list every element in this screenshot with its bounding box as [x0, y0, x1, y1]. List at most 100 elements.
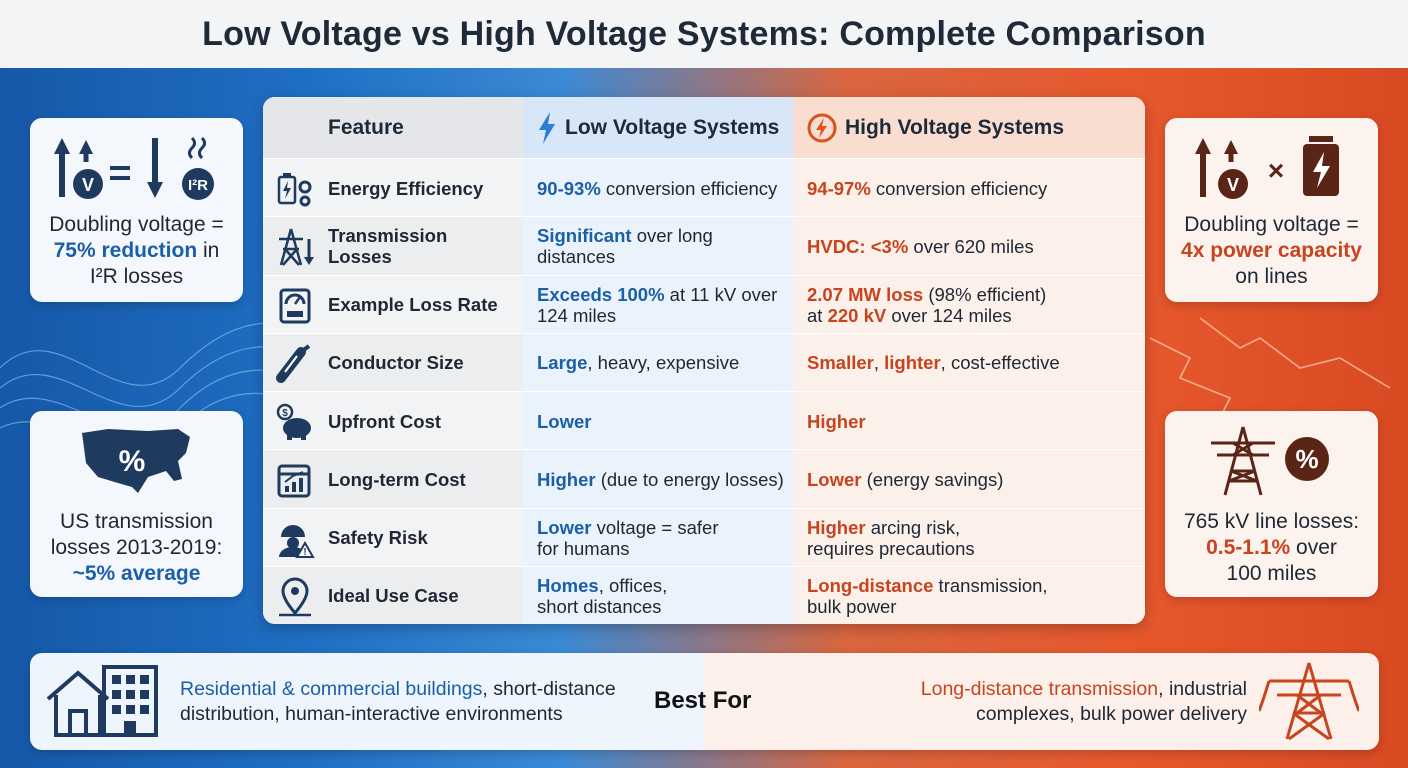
low-value-highlight: 90-93% — [537, 177, 601, 199]
feature-label: Energy Efficiency — [328, 177, 484, 199]
best-for-label: Best For — [654, 687, 752, 714]
meter-icon — [279, 288, 311, 323]
svg-text:I²R: I²R — [188, 177, 208, 194]
low-voltage-cell: Homes, offices,short distances — [523, 567, 793, 624]
feature-label: Long-term Cost — [328, 468, 466, 490]
card-line: Doubling voltage = — [1184, 213, 1359, 236]
high-voltage-cell: Smaller, lighter, cost-effective — [793, 334, 1145, 392]
high-value-highlight-2: 220 kV — [827, 304, 887, 326]
location-pin-icon — [279, 577, 311, 616]
best-for-high-line1: Long-distance transmission, industrial — [921, 677, 1247, 702]
comparison-table: Feature Low Voltage Systems High Voltage… — [263, 97, 1145, 624]
header-high-label: High Voltage Systems — [845, 115, 1065, 139]
high-value-text: transmission, — [933, 574, 1048, 596]
card-highlight: 75% reduction — [53, 239, 198, 262]
best-for-low-line2: distribution, human-interactive environm… — [180, 703, 563, 725]
high-value-line2-pre: at — [807, 304, 828, 326]
feature-cell: Example Loss Rate — [263, 276, 523, 334]
high-value-line2-rest: over 124 miles — [886, 304, 1012, 326]
low-value-text: (due to energy losses) — [595, 468, 784, 490]
house-building-icon — [46, 665, 158, 737]
lightning-circle-icon — [807, 113, 837, 143]
feature-column — [263, 97, 523, 624]
high-value-sep: , — [873, 352, 885, 374]
voltage-current-formula-icon: V I²R — [54, 136, 214, 200]
best-for-low-line1: Residential & commercial buildings, shor… — [180, 677, 616, 702]
feature-cell: Conductor Size — [263, 334, 523, 392]
feature-label: Example Loss Rate — [328, 294, 498, 315]
low-value-text: over long distances — [537, 225, 713, 268]
svg-text:V: V — [1227, 175, 1239, 195]
low-value-highlight: Lower — [537, 516, 592, 538]
low-value-highlight: Lower — [537, 410, 592, 432]
table-row: $ Upfront Cost Lower Higher — [263, 391, 1145, 449]
high-value-text-line2: requires precautions — [807, 537, 975, 559]
low-voltage-cell: Higher (due to energy losses) — [523, 450, 793, 508]
high-value-highlight-2: lighter — [884, 352, 941, 374]
card-line: US transmission — [60, 510, 213, 533]
card-highlight: 0.5-1.1% — [1206, 536, 1291, 559]
low-value-text: at 11 kV over 124 miles — [537, 283, 778, 326]
tower-percent-icon: % — [1211, 426, 1329, 496]
power-tower-icon — [1259, 662, 1359, 741]
high-value-text-line2: bulk power — [807, 595, 897, 617]
low-value-highlight: Exceeds 100% — [537, 283, 665, 305]
high-voltage-cell: 94-97% conversion efficiency — [793, 159, 1145, 217]
card-highlight: 4x power capacity — [1181, 239, 1362, 262]
low-voltage-column — [523, 97, 793, 624]
calendar-chart-icon — [277, 464, 311, 498]
table-row: Energy Efficiency 90-93% conversion effic… — [263, 158, 1145, 216]
low-value-text: voltage = safer — [591, 516, 719, 538]
high-voltage-cell: 2.07 MW loss (98% efficient)at 220 kV ov… — [793, 276, 1145, 334]
high-value-highlight: Higher — [807, 516, 866, 538]
high-value-text: (energy savings) — [861, 468, 1004, 490]
best-for-low-text: Residential & commercial buildings, shor… — [180, 677, 616, 727]
best-for-high-text: Long-distance transmission, industrial c… — [921, 677, 1247, 727]
high-voltage-cell: Higher — [793, 392, 1145, 450]
card-line-rest: over — [1290, 536, 1337, 559]
low-voltage-cell: Significant over long distances — [523, 217, 793, 275]
card-line: 75% reduction in — [30, 238, 243, 264]
high-voltage-cell: Higher arcing risk,requires precautions — [793, 509, 1145, 567]
svg-text:×: × — [1268, 155, 1284, 186]
low-voltage-cell: 90-93% conversion efficiency — [523, 159, 793, 217]
svg-text:$: $ — [282, 408, 288, 419]
svg-text:%: % — [1295, 444, 1318, 474]
low-value-text: , heavy, expensive — [587, 352, 740, 374]
card-text: Doubling voltage = 4x power capacity on … — [1165, 212, 1378, 290]
low-value-highlight: Homes — [537, 574, 599, 596]
best-for-low-highlight: Residential & commercial buildings — [180, 678, 483, 700]
feature-label: Upfront Cost — [328, 410, 442, 432]
high-value-text: , cost-effective — [940, 352, 1060, 374]
high-value-highlight: Lower — [807, 468, 862, 490]
right-info-card-765kv: % 765 kV line losses: 0.5-1.1% over 100 … — [1165, 411, 1378, 597]
low-voltage-cell: Large, heavy, expensive — [523, 334, 793, 392]
high-value-highlight: HVDC: <3% — [807, 235, 909, 257]
feature-cell: Long-term Cost — [263, 450, 523, 508]
high-value-text: over 620 miles — [908, 235, 1034, 257]
card-line: on lines — [1235, 265, 1308, 288]
cable-icon — [276, 344, 311, 383]
header-feature: Feature — [263, 97, 523, 158]
high-value-text: arcing risk, — [865, 516, 961, 538]
best-for-high-rest: , industrial — [1158, 678, 1247, 700]
best-for-low-rest: , short-distance — [482, 678, 616, 700]
feature-label: Conductor Size — [328, 352, 464, 374]
high-value-highlight: 94-97% — [807, 177, 871, 199]
card-line-rest: in — [197, 239, 220, 262]
lightning-bolt-icon — [537, 111, 557, 144]
best-for-banner: Residential & commercial buildings, shor… — [30, 653, 1379, 750]
high-voltage-column — [793, 97, 1145, 624]
card-line: 0.5-1.1% over — [1165, 535, 1378, 561]
low-value-highlight: Higher — [537, 468, 596, 490]
card-text: Doubling voltage = 75% reduction in I²R … — [30, 212, 243, 290]
low-voltage-cell: Exceeds 100% at 11 kV over 124 miles — [523, 276, 793, 334]
left-info-card-us-losses: % US transmission losses 2013-2019: ~5% … — [30, 411, 243, 597]
high-voltage-cell: HVDC: <3% over 620 miles — [793, 217, 1145, 275]
high-value-highlight: Long-distance — [807, 574, 934, 596]
feature-cell: Transmission Losses — [263, 217, 523, 275]
header-low-voltage: Low Voltage Systems — [523, 97, 793, 158]
high-voltage-cell: Long-distance transmission, bulk power — [793, 567, 1145, 624]
card-text: 765 kV line losses: 0.5-1.1% over 100 mi… — [1165, 509, 1378, 587]
